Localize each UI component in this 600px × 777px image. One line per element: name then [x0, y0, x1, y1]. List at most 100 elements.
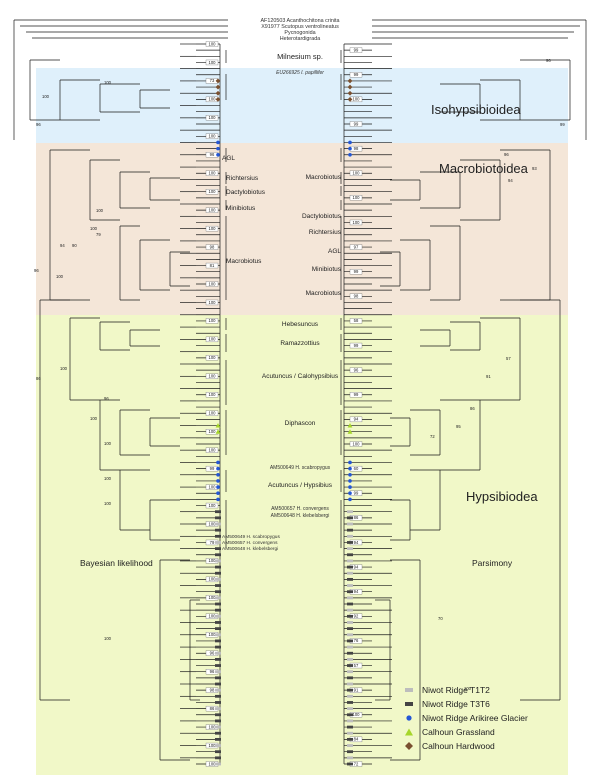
arikiree-marker	[348, 491, 352, 496]
support-value-left: 100	[209, 614, 217, 619]
t1t2-marker	[347, 744, 353, 747]
t3t6-marker	[215, 731, 221, 735]
support-value-left: 100	[209, 724, 217, 729]
support-value-right: 99	[354, 343, 359, 348]
legend-label: Niwot Ridge T3T6	[422, 699, 490, 709]
support-box-left	[205, 355, 219, 361]
taxon-label-papillifer: EU266925 I. papillifer	[276, 70, 324, 76]
support-value-right: 100	[353, 195, 361, 200]
hardwood-marker	[347, 90, 353, 96]
taxon-label-convergens-left: AM500657 H. convergens	[222, 541, 278, 546]
t1t2-marker	[215, 559, 221, 563]
t3t6-marker	[215, 621, 221, 624]
support-value-left: 73	[210, 78, 215, 83]
t3t6-marker	[347, 701, 353, 704]
support-box-left	[205, 410, 219, 416]
support-box-right	[349, 244, 363, 250]
legend-label: Niwot Ridge Arikiree Glacier	[422, 713, 528, 723]
t3t6-marker	[215, 750, 221, 754]
support-box-left	[205, 207, 219, 213]
clade-label-agl-left: AGL	[222, 155, 236, 162]
arikiree-marker	[216, 497, 220, 502]
support-box-left	[205, 244, 219, 250]
support-box-left	[205, 170, 219, 176]
node-support-left: 79	[96, 232, 101, 237]
support-value-right: 92	[354, 614, 359, 619]
support-box-left	[205, 189, 219, 195]
support-value-left: 100	[209, 337, 217, 342]
support-value-right: 100	[353, 441, 361, 446]
support-box-left	[205, 262, 219, 269]
t3t6-marker	[215, 528, 221, 532]
clade-label-minibiotus-right: Minibiotus	[311, 266, 341, 273]
t1t2-marker	[347, 584, 353, 587]
support-value-left: 81	[210, 263, 215, 268]
t1t2-marker	[347, 670, 353, 674]
t3t6-marker	[347, 725, 353, 729]
support-value-right: 86	[354, 515, 359, 520]
support-value-left: 100	[209, 374, 217, 379]
t3t6-marker	[215, 756, 221, 760]
t3t6-marker	[215, 701, 221, 704]
t1t2-marker	[347, 608, 353, 612]
clade-label-richtersius-left: Richtersius	[226, 175, 259, 182]
support-value-left: 100	[209, 521, 217, 526]
support-box-right	[349, 367, 363, 373]
t1t2-marker	[347, 645, 353, 649]
support-value-right: 60	[354, 466, 359, 471]
node-support-right: 94	[508, 178, 513, 183]
support-value-left: 98	[210, 244, 215, 249]
t3t6-marker	[347, 651, 353, 655]
support-value-right: 97	[354, 244, 359, 249]
hardwood-marker	[215, 90, 221, 96]
grassland-marker	[215, 423, 221, 428]
support-box-right	[349, 195, 363, 201]
hardwood-marker	[347, 84, 353, 90]
support-box-left	[205, 41, 219, 47]
support-value-left: 100	[209, 355, 217, 360]
support-value-left: 86	[210, 706, 215, 711]
support-box-right	[349, 47, 363, 53]
node-support-right: 100	[464, 686, 472, 691]
support-box-left	[205, 392, 219, 398]
t1t2-marker	[347, 682, 353, 686]
support-value-left: 100	[209, 743, 217, 748]
support-box-left	[205, 502, 219, 509]
t1t2-marker	[215, 614, 221, 618]
support-box-left	[205, 225, 219, 232]
t3t6-marker	[215, 547, 221, 551]
clade-label-richtersius-right: Richtersius	[308, 229, 341, 236]
support-box-right	[349, 392, 363, 398]
taxon-label-klebelsbergi-left: AM500648 H. klebelsbergi	[222, 547, 279, 552]
support-value-right: 96	[354, 367, 359, 372]
legend-item-niwot-t3t6: Niwot Ridge T3T6	[404, 698, 490, 710]
arikiree-marker	[216, 146, 220, 151]
support-value-left: 100	[209, 558, 217, 563]
taxon-label-scabropygus-center: AM500649 H. scabropygus	[269, 465, 331, 471]
support-value-left: 100	[209, 761, 217, 766]
t1t2-marker	[215, 725, 221, 729]
arikiree-marker	[216, 466, 220, 471]
node-support-left: 100	[104, 636, 112, 641]
clade-label-minibiotus-left: Minibiotus	[226, 205, 256, 212]
arikiree-marker	[348, 152, 352, 157]
support-value-right: 94	[354, 589, 359, 594]
support-value-right: 99	[354, 269, 359, 274]
support-value-right: 58	[354, 318, 359, 323]
gray-bar-icon	[404, 685, 414, 695]
support-value-left: 100	[209, 60, 217, 65]
support-value-left: 96	[210, 669, 215, 674]
t3t6-marker	[215, 627, 221, 631]
node-support-right: 91	[486, 374, 491, 379]
t1t2-marker	[215, 670, 221, 674]
support-value-right: 84	[354, 737, 359, 742]
t3t6-marker	[347, 614, 353, 618]
arikiree-marker	[348, 485, 352, 489]
support-box-left	[205, 115, 219, 121]
support-value-right: 99	[354, 392, 359, 397]
grassland-marker	[347, 429, 353, 434]
node-support-right: 99	[560, 122, 565, 127]
support-box-right	[349, 342, 363, 349]
node-support-right: 57	[506, 356, 511, 361]
t1t2-marker	[347, 522, 353, 526]
